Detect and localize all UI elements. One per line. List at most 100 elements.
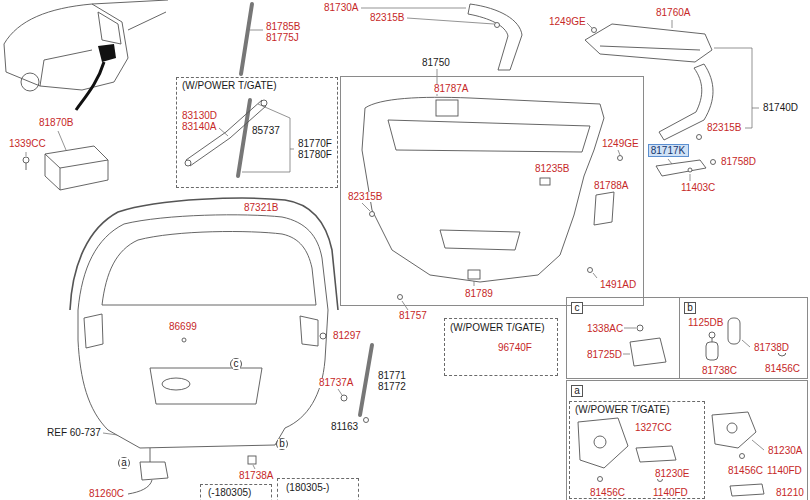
part-number: 81730A (323, 3, 359, 13)
liner-panel (594, 192, 614, 225)
trim-parts (600, 46, 700, 50)
leader-line (362, 203, 370, 211)
leader-line (26, 8, 764, 469)
leader-line (253, 465, 255, 469)
callout-label: 81772 (377, 382, 407, 392)
tailgate-panel (128, 480, 152, 494)
marker-text: a (573, 386, 581, 396)
trim-parts (592, 28, 597, 33)
part-number: 81787A (433, 84, 469, 94)
assembly-group-box: 8175081787A1249GE81235B81788A82315B1491A… (340, 76, 644, 306)
detail-parts (598, 477, 603, 482)
leader-line (752, 440, 764, 450)
part-number: 81456C (727, 466, 764, 476)
part-number: 86699 (168, 322, 198, 332)
part-number: 81738A (238, 471, 274, 481)
detail-parts (740, 454, 745, 459)
vehicle-sketch (21, 73, 39, 91)
marker-text: 81717K (650, 146, 686, 156)
marker-text: c (233, 359, 240, 369)
part-number: 83130D (181, 111, 218, 121)
detail-parts (637, 325, 643, 331)
liner-panel (436, 100, 458, 116)
trim-parts (495, 23, 500, 28)
location-pointer (76, 62, 104, 110)
callout-label: REF 60-737 (46, 428, 102, 438)
part-number: 1140FD (766, 466, 803, 476)
trim-parts (468, 4, 522, 70)
part-number: 81737A (318, 378, 354, 388)
liner-panel (398, 295, 403, 300)
part-number: 85737 (251, 126, 281, 136)
tailgate-panel (140, 462, 168, 480)
vehicle-sketch (128, 12, 166, 30)
control-module (23, 146, 108, 190)
tailgate-panel (84, 314, 103, 348)
option-group-box: (W/POWER T/GATE)83130D83140A8573781770F8… (176, 77, 338, 188)
detail-parts (712, 412, 756, 448)
part-number: 87321B (243, 203, 279, 213)
detail-parts (630, 338, 666, 366)
liner-panel (370, 212, 375, 217)
leader-line (587, 23, 592, 28)
liner-panel (468, 270, 480, 279)
liner-panel (388, 120, 590, 152)
tailgate-panel (364, 418, 369, 423)
part-number: 1140FD (652, 488, 689, 498)
liner-panel (588, 268, 593, 273)
leader-line (474, 281, 475, 286)
tailgate-panel (341, 395, 347, 401)
detail-parts (578, 418, 628, 468)
tailgate-panel (182, 338, 186, 342)
leader-line (338, 389, 342, 395)
leader-line (668, 159, 672, 164)
trim-parts (711, 160, 716, 165)
part-number: 81738D (753, 343, 790, 353)
group-heading: (-180305) (207, 488, 252, 498)
detail-parts (709, 332, 715, 338)
part-number: 82315B (706, 123, 742, 133)
part-number: 81738C (701, 366, 738, 376)
detail-parts (706, 342, 718, 360)
tailgate-panel (248, 456, 256, 464)
part-number: 81230E (654, 469, 690, 479)
tailgate-panel (78, 215, 328, 448)
part-number: 81456C (589, 488, 626, 498)
trim-parts (688, 168, 692, 172)
trim-parts (659, 64, 713, 140)
marker-text: c (574, 303, 581, 313)
selected-part-tag: 81717K (648, 144, 689, 157)
leader-line (361, 8, 466, 9)
leader-line (593, 273, 597, 278)
vehicle-sketch (40, 50, 92, 86)
trim-parts (585, 24, 712, 62)
power-spindle (185, 160, 191, 166)
detail-box: 81230A81456C1140FD81210a(W/POWER T/GATE)… (566, 380, 808, 500)
part-number: 81758D (720, 157, 757, 167)
detail-marker: c (230, 358, 242, 370)
part-number: 81230A (767, 446, 803, 456)
part-number: 1491AD (599, 280, 637, 290)
detail-parts (636, 446, 676, 462)
marker-text: b (278, 439, 286, 449)
gas-strut (360, 345, 372, 415)
part-number: 81780F (297, 150, 333, 160)
part-number: 82315B (347, 192, 383, 202)
part-number: 11403C (680, 183, 716, 193)
part-number: 81775J (265, 33, 300, 43)
liner-panel (362, 97, 604, 282)
detail-parts (594, 436, 606, 448)
part-number: 82315B (369, 13, 405, 23)
option-box: (W/POWER T/GATE)96740F (444, 318, 558, 376)
part-number: 81725D (586, 350, 623, 360)
part-number: 1125DB (687, 318, 724, 328)
tailgate-panel (320, 333, 326, 339)
detail-marker: a (118, 457, 130, 469)
part-number: 81785B (265, 22, 301, 32)
vehicle-sketch (4, 0, 168, 91)
marker-text: b (686, 303, 694, 313)
group-heading: (W/POWER T/GATE) (181, 81, 278, 91)
liner-panel (618, 156, 623, 161)
